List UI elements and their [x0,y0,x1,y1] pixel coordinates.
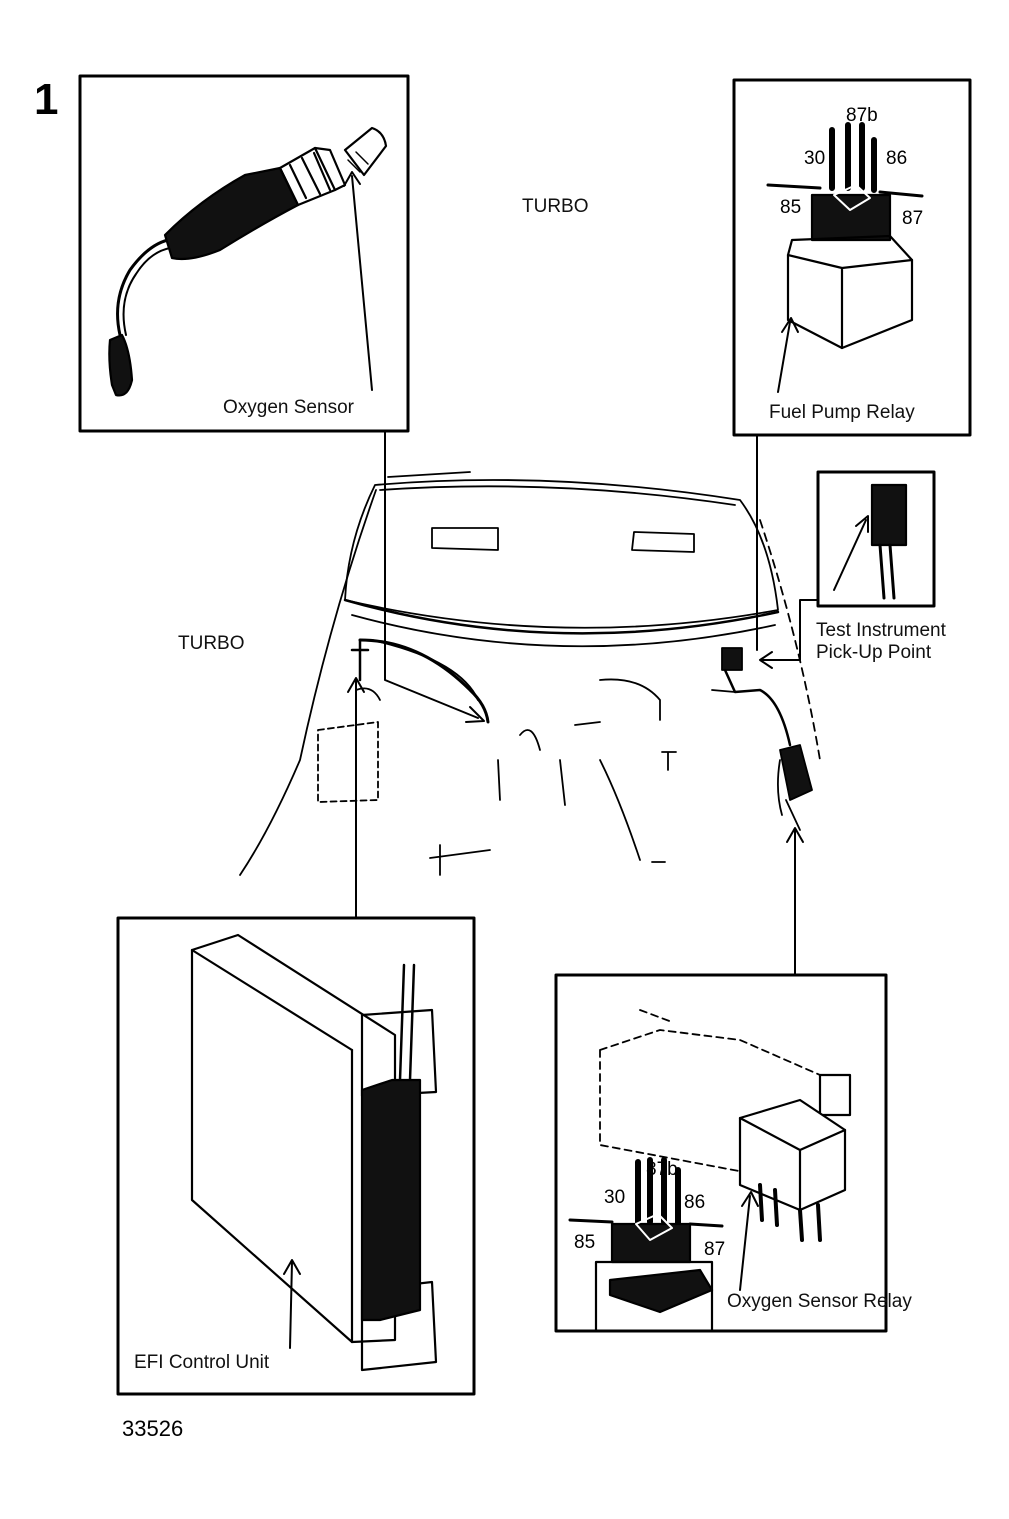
turbo-label-top: TURBO [522,196,589,217]
test-point-illustration [833,483,908,600]
efi-control-unit-illustration [190,933,438,1372]
oxygen-relay-arrow [739,1195,751,1291]
fuel-pump-relay-label: Fuel Pump Relay [769,402,915,423]
osr-terminal-87: 87 [704,1239,726,1260]
test-point-leader-line [761,599,819,661]
oxygen-sensor-relay-callout-box [554,973,888,1333]
fpr-terminal-86: 86 [886,148,908,169]
oxygen-sensor-label: Oxygen Sensor [223,397,354,418]
fpr-terminal-87b: 87b [846,105,878,126]
test-point-label-line1: Test Instrument [816,620,946,641]
efi-leader-arrow [347,677,365,693]
oxygen-sensor-relay-illustration [568,1009,852,1332]
osr-terminal-85: 85 [574,1232,596,1253]
oxygen-sensor-leader-line [384,430,479,719]
oxygen-sensor-relay-label: Oxygen Sensor Relay [727,1291,912,1312]
test-point-callout-box [816,470,936,608]
efi-arrow [289,1261,293,1349]
fpr-terminal-30: 30 [804,148,826,169]
fpr-terminal-85: 85 [780,197,802,218]
test-point-label-line2: Pick-Up Point [816,642,932,663]
car-body-illustration [239,471,821,876]
oxygen-sensor-leader-arrow [465,706,485,723]
osr-terminal-30: 30 [604,1187,626,1208]
osr-terminal-87b: 87b [646,1159,678,1180]
oxygen-sensor-arrow [351,175,373,391]
fuel-pump-relay-illustration [766,122,924,393]
oxygen-relay-leader-arrow [786,827,804,843]
efi-control-unit-label: EFI Control Unit [134,1352,270,1373]
turbo-label-left: TURBO [178,633,245,654]
efi-control-unit-callout-box [116,916,476,1396]
fpr-terminal-87: 87 [902,208,924,229]
fuel-pump-relay-arrow [777,321,791,393]
oxygen-sensor-illustration [108,126,388,397]
test-point-leader-arrow [759,651,773,669]
osr-terminal-86: 86 [684,1192,706,1213]
figure-number: 1 [34,75,59,124]
figure-code: 33526 [122,1416,184,1441]
oxygen-sensor-callout-box [78,74,410,433]
test-point-arrow [833,519,867,591]
fuel-pump-relay-callout-box [732,78,972,437]
